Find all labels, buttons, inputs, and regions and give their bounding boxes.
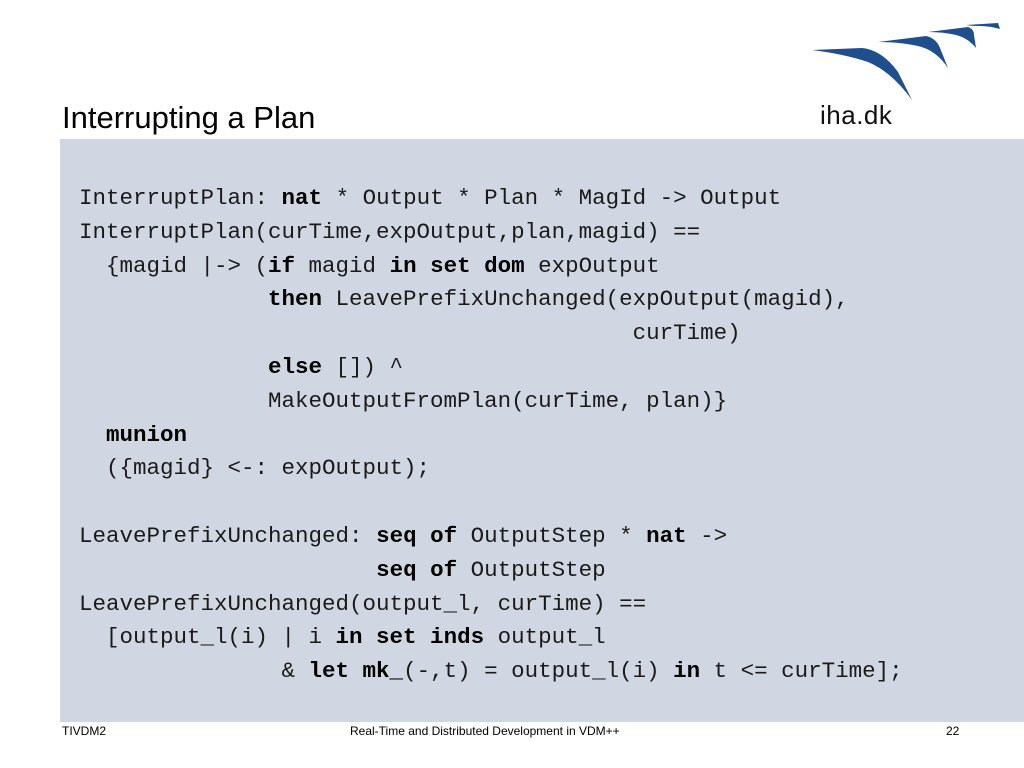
code-line: InterruptPlan(curTime,expOutput,plan,mag…	[79, 217, 700, 247]
code-text: []) ^	[322, 354, 404, 380]
code-keyword: in	[673, 658, 701, 685]
code-keyword: seq of	[376, 523, 458, 549]
code-keyword: in set dom	[389, 252, 525, 279]
code-line: InterruptPlan: nat * Output * Plan * Mag…	[79, 183, 781, 213]
code-keyword: munion	[106, 421, 188, 448]
code-line: [output_l(i) | i in set inds output_l	[79, 622, 606, 652]
code-text: MakeOutputFromPlan(curTime, plan)}	[79, 387, 728, 414]
code-keyword: then	[268, 286, 323, 313]
code-text: LeavePrefixUnchanged:	[79, 523, 377, 549]
code-text: ->	[686, 523, 728, 549]
code-text	[79, 557, 376, 583]
code-text: ({magid} <-: expOutput);	[79, 455, 431, 482]
logo-wings-icon	[812, 23, 1000, 100]
logo-text: iha.dk	[820, 100, 893, 130]
code-text: OutputStep *	[457, 523, 647, 549]
slide-title: Interrupting a Plan	[62, 100, 316, 135]
code-line: LeavePrefixUnchanged: seq of OutputStep …	[79, 521, 727, 551]
code-text: LeavePrefixUnchanged(expOutput(magid),	[322, 286, 849, 313]
code-keyword: else	[268, 354, 323, 380]
code-text: [output_l(i) | i	[79, 624, 336, 651]
code-text: &	[79, 658, 309, 685]
code-line: curTime)	[79, 318, 741, 348]
code-keyword: nat	[646, 523, 687, 549]
code-line: {magid |-> (if magid in set dom expOutpu…	[79, 251, 660, 281]
code-line: ({magid} <-: expOutput);	[79, 453, 430, 483]
iha-logo: iha.dk	[808, 20, 1008, 135]
code-keyword: in set inds	[335, 624, 485, 651]
code-text	[79, 354, 268, 380]
code-line: seq of OutputStep	[79, 555, 606, 585]
code-text: LeavePrefixUnchanged(output_l, curTime) …	[79, 590, 647, 617]
code-text: t <= curTime];	[700, 658, 903, 685]
code-text: OutputStep	[457, 556, 606, 583]
page-number: 22	[946, 724, 960, 738]
code-line: else []) ^	[79, 352, 403, 382]
code-text: InterruptPlan(curTime,expOutput,plan,mag…	[79, 218, 701, 245]
code-text: InterruptPlan:	[79, 185, 282, 211]
code-text: curTime)	[79, 320, 741, 347]
code-text	[79, 422, 106, 448]
code-keyword: seq of	[376, 556, 458, 583]
footer-title: Real-Time and Distributed Development in…	[350, 724, 620, 738]
code-text	[79, 286, 268, 312]
code-line: then LeavePrefixUnchanged(expOutput(magi…	[79, 284, 849, 314]
code-keyword: nat	[281, 185, 323, 211]
code-line: & let mk_(-,t) = output_l(i) in t <= cur…	[79, 656, 903, 686]
code-text: magid	[295, 252, 390, 279]
footer-course: TIVDM2	[62, 724, 107, 738]
code-line: munion	[79, 420, 187, 450]
code-text: {magid |-> (	[79, 252, 269, 279]
code-keyword: if	[268, 252, 296, 279]
code-text: expOutput	[524, 252, 660, 279]
code-text: * Output * Plan * MagId -> Output	[322, 185, 782, 211]
code-block	[60, 139, 1024, 722]
code-line: MakeOutputFromPlan(curTime, plan)}	[79, 386, 727, 416]
code-line: LeavePrefixUnchanged(output_l, curTime) …	[79, 589, 646, 619]
code-text: (-,t) = output_l(i)	[403, 658, 674, 685]
code-text: output_l	[484, 624, 606, 651]
code-keyword: let mk_	[308, 658, 404, 685]
